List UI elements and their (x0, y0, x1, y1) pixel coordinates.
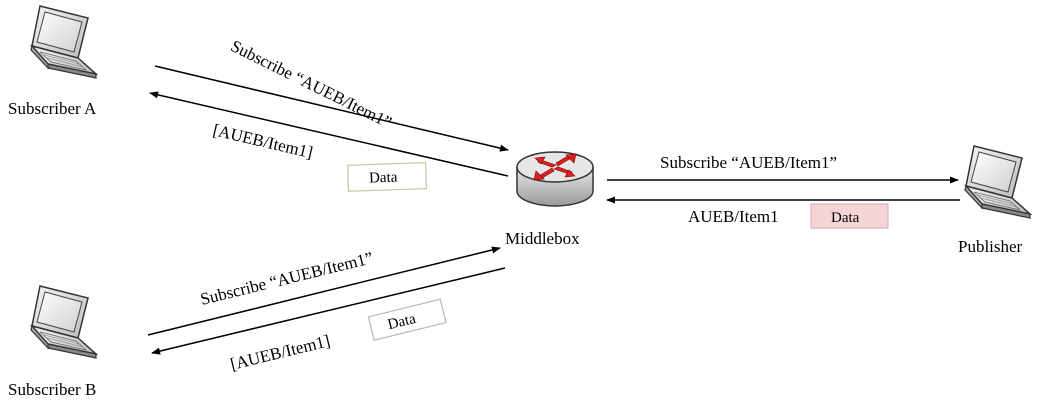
subscriber-b-label: Subscriber B (8, 380, 96, 399)
publisher-label: Publisher (958, 237, 1023, 256)
b-subscribe-label: Subscribe “AUEB/Item1” (198, 248, 374, 309)
svg-text:Data: Data (386, 311, 418, 333)
middlebox-label: Middlebox (505, 229, 580, 248)
a-reply-arrow (149, 91, 509, 177)
b-reply-data-box: Data (367, 298, 447, 341)
publisher-laptop-icon (964, 145, 1031, 219)
subscriber-a-laptop-icon (30, 5, 97, 79)
subscriber-a-label: Subscriber A (8, 99, 97, 118)
b-subscribe-arrow (147, 246, 501, 336)
a-subscribe-arrow (154, 65, 509, 152)
pub-subscribe-label: Subscribe “AUEB/Item1” (660, 153, 837, 172)
a-subscribe-label: Subscribe “AUEB/Item1” (228, 36, 395, 132)
a-reply-data-box: Data (346, 161, 428, 192)
b-reply-arrow (151, 267, 506, 355)
b-reply-name-label: [AUEB/Item1] (228, 331, 332, 374)
svg-text:Data: Data (369, 170, 398, 187)
a-reply-name-label: [AUEB/Item1] (211, 120, 315, 162)
pub-reply-data-box: Data (810, 203, 889, 229)
svg-text:Data: Data (831, 210, 860, 226)
middlebox-router-icon (516, 151, 594, 207)
subscriber-b-laptop-icon (30, 285, 97, 359)
pub-reply-name-label: AUEB/Item1 (688, 207, 779, 226)
